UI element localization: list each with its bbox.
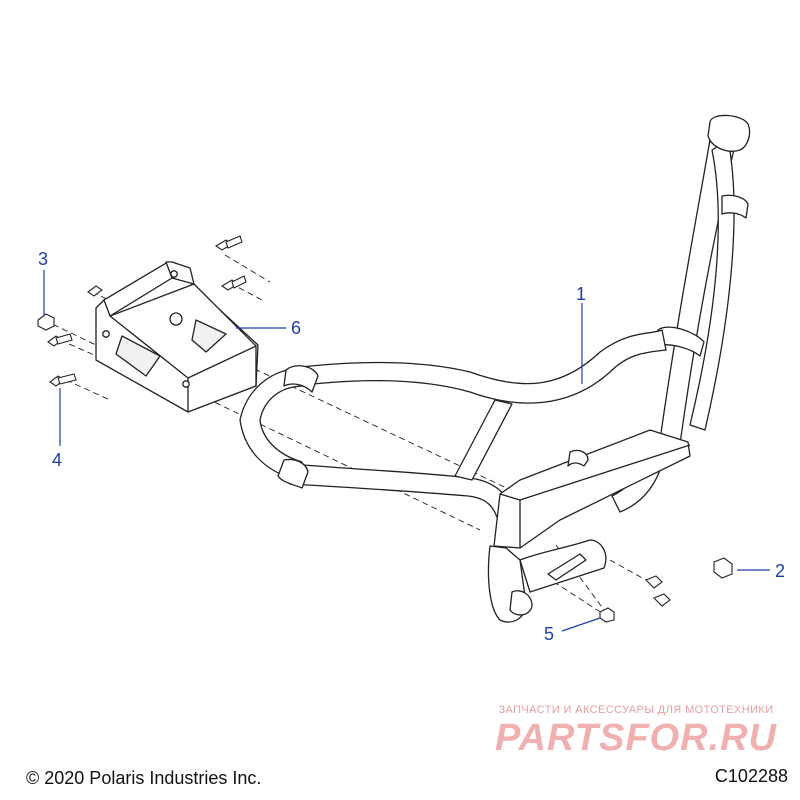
copyright-text: © 2020 Polaris Industries Inc. (26, 768, 262, 788)
callout-1: 1 (576, 284, 586, 304)
bumper-frame (239, 114, 751, 623)
figure-id: C102288 (714, 766, 788, 786)
callout-4: 4 (52, 450, 62, 470)
hardware (37, 235, 733, 623)
bolt-left-mid (47, 333, 73, 347)
flange-bolt-right (713, 557, 733, 579)
nut-lower (599, 607, 615, 623)
bolt-left-bottom (49, 373, 77, 387)
callout-2: 2 (775, 561, 785, 581)
nut-left-top (37, 313, 55, 331)
watermark-tagline: ЗАПЧАСТИ И АКСЕССУАРЫ ДЛЯ МОТОТЕХНИКИ (498, 704, 774, 716)
watermark-brand: PARTSFOR.RU (495, 717, 777, 759)
bolt-right-1 (645, 575, 663, 589)
bolt-right-2 (653, 593, 671, 607)
bolt-top-1 (214, 235, 243, 251)
bolt-top-2 (220, 275, 247, 291)
callouts: 1 2 3 4 5 6 (38, 249, 785, 644)
leader-lines (43, 270, 770, 632)
callout-3: 3 (38, 249, 48, 269)
mounting-bracket (95, 261, 259, 413)
callout-5: 5 (544, 624, 554, 644)
bolt-top-3 (87, 285, 103, 297)
watermark: ЗАПЧАСТИ И АКСЕССУАРЫ ДЛЯ МОТОТЕХНИКИ PA… (486, 704, 786, 760)
callout-6: 6 (291, 318, 301, 338)
